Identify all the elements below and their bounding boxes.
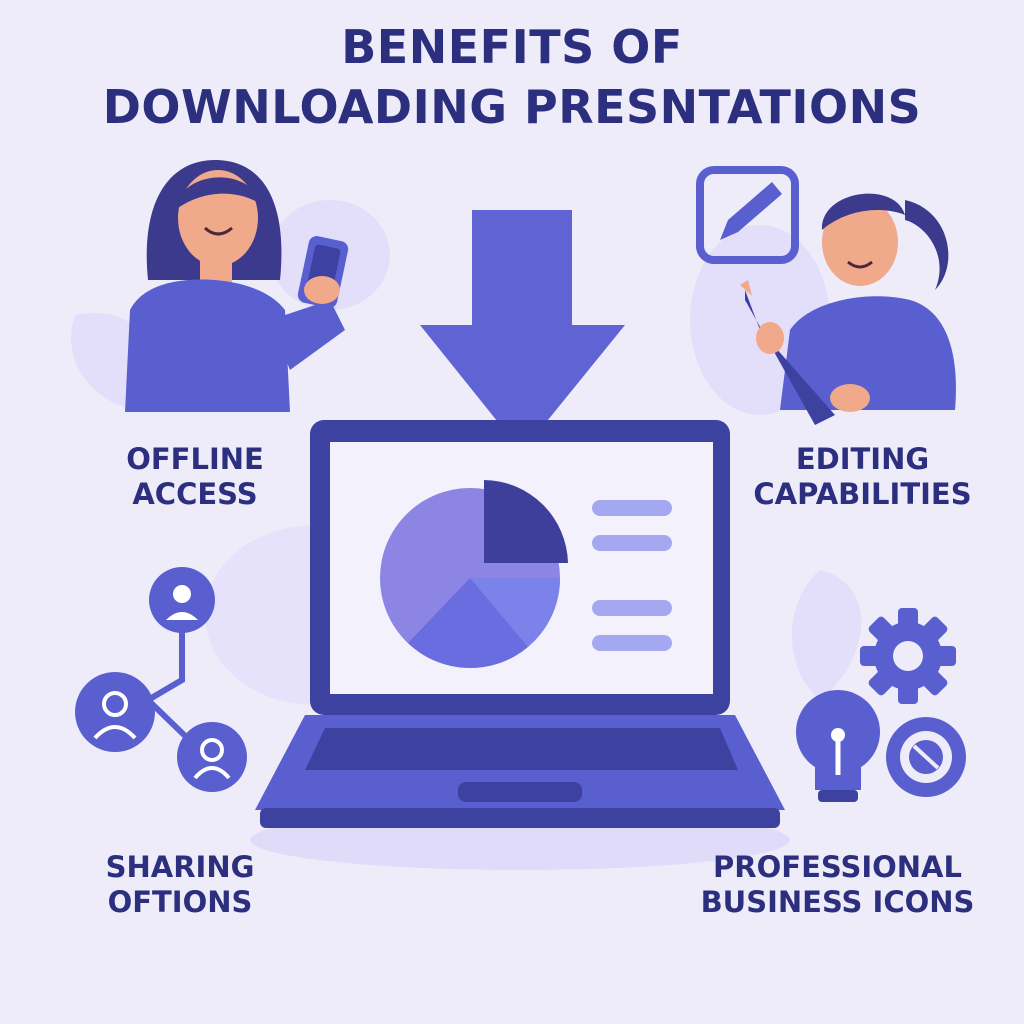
editing-capabilities-line-2: CAPABILITIES bbox=[753, 477, 972, 511]
page-title-line-1: BENEFITS OF bbox=[341, 20, 683, 74]
sharing-options-line-1: SHARING bbox=[105, 850, 255, 884]
pie-chart-icon bbox=[380, 480, 672, 668]
woman-with-phone-illustration bbox=[125, 160, 349, 412]
editing-capabilities-label: EDITING CAPABILITIES bbox=[745, 442, 980, 512]
offline-access-label: OFFLINE ACCESS bbox=[100, 442, 290, 512]
professional-business-icons-line-2: BUSINESS ICONS bbox=[700, 885, 975, 919]
target-icon bbox=[886, 717, 966, 797]
sharing-options-label: SHARING OFTIONS bbox=[95, 850, 265, 920]
editing-capabilities-line-1: EDITING bbox=[795, 442, 930, 476]
network-users-icon bbox=[75, 567, 247, 792]
download-arrow-icon bbox=[420, 210, 625, 452]
girl-with-pencil-illustration bbox=[740, 193, 956, 425]
offline-access-line-1: OFFLINE bbox=[126, 442, 264, 476]
professional-business-icons-line-1: PROFESSIONAL bbox=[713, 850, 962, 884]
sharing-options-line-2: OFTIONS bbox=[107, 885, 253, 919]
offline-access-line-2: ACCESS bbox=[132, 477, 258, 511]
lightbulb-icon bbox=[796, 690, 880, 802]
gear-icon bbox=[860, 608, 956, 704]
page-title-line-2: DOWNLOADING PRESNTATIONS bbox=[102, 80, 922, 134]
professional-business-icons-label: PROFESSIONAL BUSINESS ICONS bbox=[690, 850, 985, 920]
pencil-icon bbox=[696, 166, 799, 264]
leaf-right-decoration bbox=[791, 570, 862, 700]
